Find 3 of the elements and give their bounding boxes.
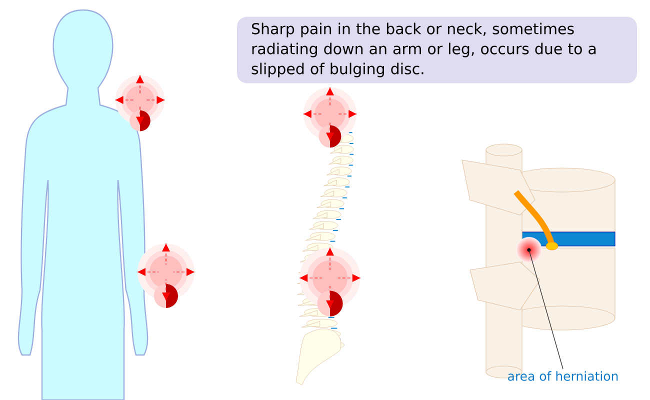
callout-label: area of herniation	[508, 371, 618, 381]
herniation-spot	[527, 248, 531, 252]
callout-box: Sharp pain in the back or neck, sometimes radiating down an arm or leg, occurs due to a slipped of bulging disc.	[237, 16, 637, 84]
